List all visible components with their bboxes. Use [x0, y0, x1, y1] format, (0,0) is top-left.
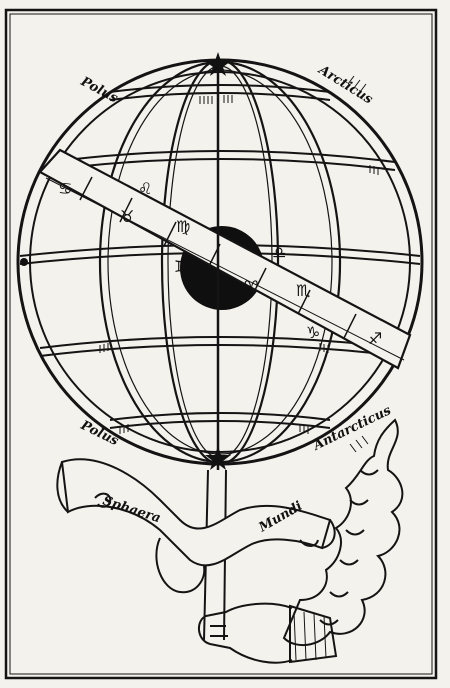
label-arcticus: Arcticus [314, 62, 376, 108]
horizon-pivot-dot [20, 258, 28, 266]
zodiac-sagittarius: ♐ [368, 329, 382, 348]
hand-holding-handle [198, 602, 338, 664]
page-frame-inner [9, 13, 433, 675]
zodiac-libra: ♎ [272, 243, 286, 262]
zodiac-cancer: ♋ [58, 179, 72, 198]
zodiac-virgo: ♍ [176, 217, 190, 236]
zodiac-leo: ♌ [138, 179, 152, 198]
north-pole-star-icon [205, 52, 231, 76]
zodiac-taurus: ♉ [120, 207, 134, 226]
scroll-ribbon [56, 458, 336, 594]
zodiac-capricorn: ♑ [306, 323, 320, 342]
zodiac-scorpio: ♏ [296, 281, 310, 300]
zodiac-aries: ♈ [244, 277, 258, 296]
zodiac-band [38, 148, 412, 370]
south-pole-star-icon [205, 446, 231, 470]
page-frame [4, 8, 438, 680]
zodiac-gemini: ♊ [174, 257, 188, 276]
cloud-decoration [282, 418, 404, 647]
